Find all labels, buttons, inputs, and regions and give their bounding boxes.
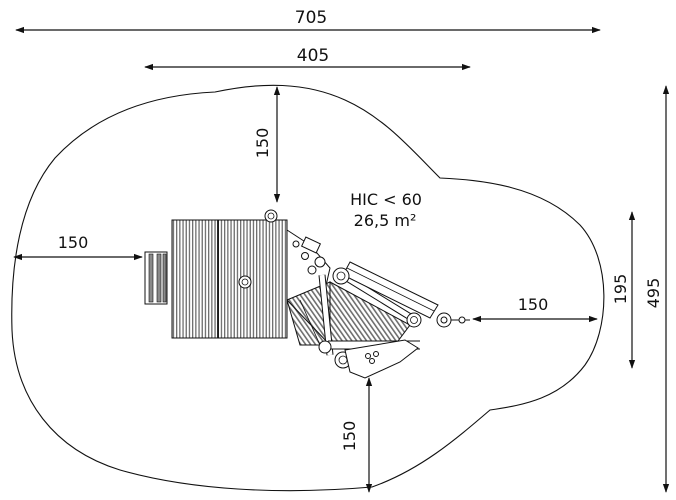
- area-label: 26,5 m²: [354, 211, 417, 230]
- safety-zone-outline: [11, 84, 605, 492]
- entry-steps: [144, 251, 168, 305]
- top-clearance-label: 150: [253, 128, 272, 159]
- deck-left: [171, 219, 219, 339]
- overall-width-label: 705: [295, 8, 327, 28]
- hic-label: HIC < 60: [350, 190, 422, 209]
- play-equipment: [144, 209, 470, 379]
- left-clearance-label: 150: [58, 233, 89, 252]
- equipment-depth-label: 195: [611, 274, 630, 305]
- bottom-bracket: [344, 339, 419, 379]
- deck-right: [217, 219, 288, 339]
- right-clearance-label: 150: [518, 295, 549, 314]
- bottom-clearance-label: 150: [340, 421, 359, 452]
- post-left-lower: [318, 340, 332, 354]
- equipment-width-label: 405: [297, 46, 329, 66]
- overall-depth-label: 495: [644, 278, 663, 309]
